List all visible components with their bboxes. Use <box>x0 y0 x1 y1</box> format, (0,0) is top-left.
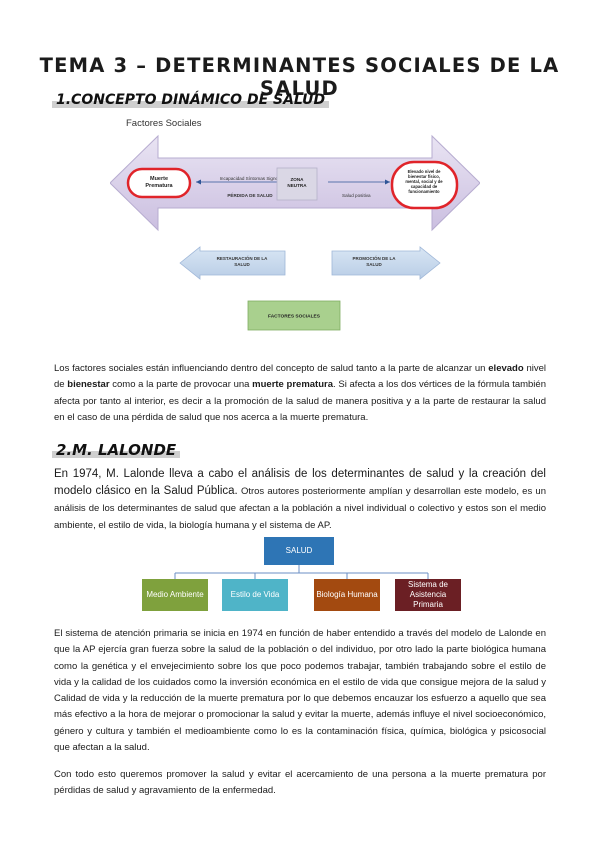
muerte-prematura-circle <box>126 167 192 199</box>
paragraph-text: Los factores sociales están influenciand… <box>54 363 489 374</box>
paragraph-text: nivel de <box>54 363 546 391</box>
lead-text: En 1974, M. Lalonde lleva a cabo el anál… <box>54 468 546 497</box>
right-arrow-head <box>385 179 390 185</box>
paragraph-factores-sociales: Los factores sociales están influenciand… <box>54 361 546 426</box>
tree-connectors <box>174 565 429 579</box>
right-arrow-label: Salud positiva <box>342 193 371 198</box>
section-heading-text: 1.CONCEPTO DINÁMICO DE SALUD <box>51 92 330 108</box>
tree-root-salud: SALUD <box>264 537 334 565</box>
bienestar-circle <box>390 160 459 210</box>
factores-sociales-label: FACTORES SOCIALES <box>268 314 321 320</box>
tree-node-sistema-ap: Sistema de Asistencia Primaria <box>395 579 461 611</box>
diagram-title: Factores Sociales <box>126 118 202 129</box>
left-bottom-label: PÉRDIDA DE SALUD <box>227 191 273 198</box>
left-arrow-head <box>196 179 201 185</box>
section-heading-concepto: 1.CONCEPTO DINÁMICO DE SALUD <box>51 92 330 108</box>
restauracion-arrow <box>179 246 286 280</box>
bold-text: elevado <box>488 363 524 374</box>
lalonde-model-diagram: SALUD Medio Ambiente Estilo de Vida Biol… <box>140 535 461 615</box>
tree-node-estilo-vida: Estilo de Vida <box>222 579 288 611</box>
left-top-label: Incapacidad Síntomas Signos <box>220 176 281 181</box>
bold-text: muerte prematura <box>252 379 334 391</box>
zona-neutra-box <box>276 167 318 201</box>
factores-sociales-box <box>247 300 341 331</box>
tree-node-medio-ambiente: Medio Ambiente <box>142 579 208 611</box>
page-title: TEMA 3 – DETERMINANTES SOCIALES DE LA SA… <box>39 54 560 100</box>
promocion-arrow <box>331 246 441 280</box>
tree-node-biologia: Biología Humana <box>314 579 380 611</box>
bold-text: bienestar <box>67 379 110 391</box>
paragraph-conclusion: Con todo esto queremos promover la salud… <box>54 769 546 797</box>
section-heading-lalonde: 2.M. LALONDE <box>51 441 181 459</box>
paragraph-text: . Si afecta a los dos vértices de la fór… <box>54 379 546 423</box>
paragraph-atencion-primaria: El sistema de atención primaria se inici… <box>54 628 546 754</box>
paragraph-text: como a la parte de provocar una <box>109 379 253 391</box>
section-heading-text: 2.M. LALONDE <box>51 441 181 459</box>
paragraph-text: Otros autores posteriormente amplían y d… <box>54 486 546 531</box>
paragraph-lalonde: En 1974, M. Lalonde lleva a cabo el anál… <box>54 466 546 534</box>
